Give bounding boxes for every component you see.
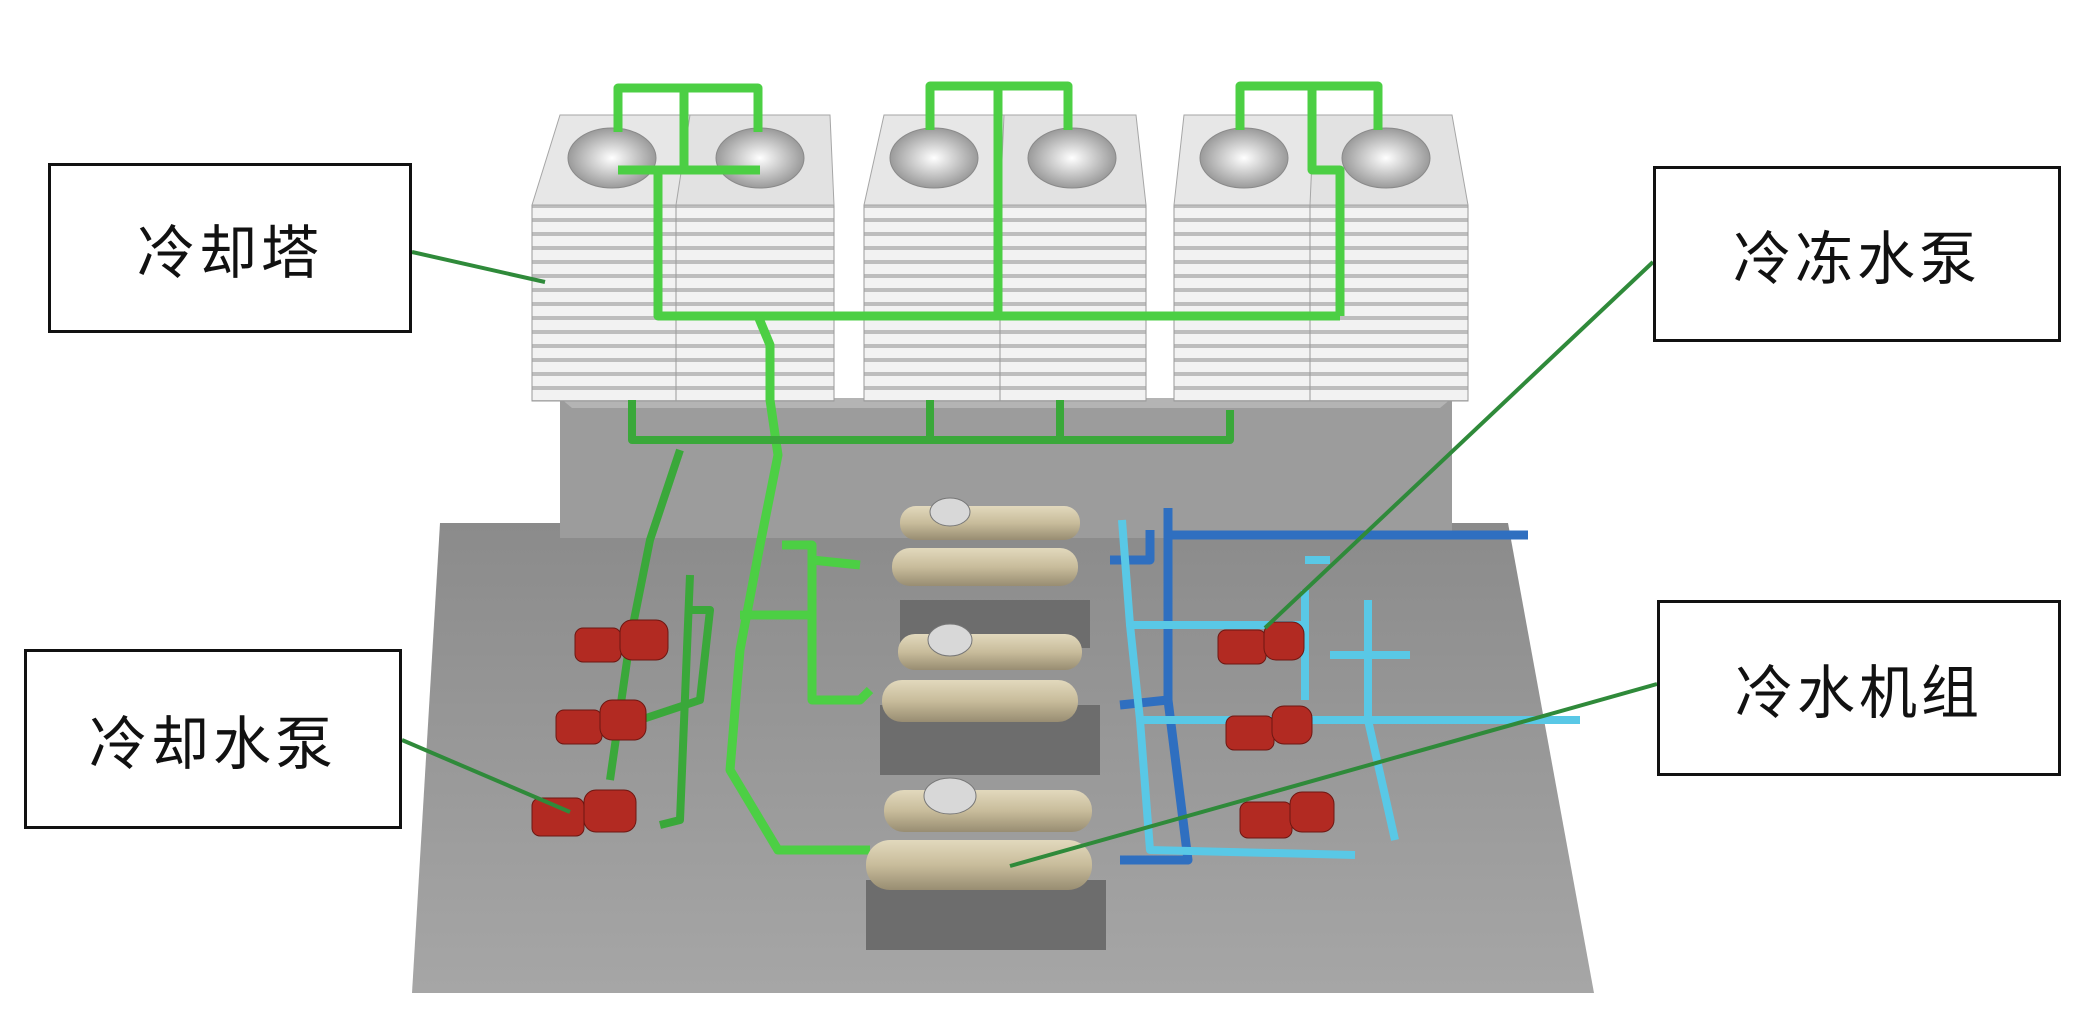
chiller-units (866, 497, 1106, 950)
leader-cooling-tower (411, 250, 546, 284)
cooling-return-piping (606, 400, 1234, 829)
leader-chilled-pump (1263, 260, 1655, 630)
cooling-water-piping (613, 81, 1383, 855)
cooling-pump-1 (574, 619, 669, 663)
chiller-unit-label: 冷水机组 (1657, 600, 2061, 776)
chilled-pump-1 (1217, 621, 1305, 665)
chilled-water-pump-label-text: 冷冻水泵 (1732, 225, 1981, 293)
cooling-pump-3 (531, 789, 637, 837)
leader-lines (401, 250, 1658, 868)
cooling-tower-label: 冷却塔 (48, 163, 412, 333)
tower-pair-3 (1173, 114, 1469, 402)
chiller-1 (892, 497, 1090, 648)
chilled-pump-2 (1225, 705, 1313, 751)
chilled-return-piping (1118, 519, 1580, 859)
cooling-towers (531, 114, 1469, 402)
cooling-water-pump-label-text: 冷却水泵 (88, 710, 337, 778)
cooling-pump-2 (555, 699, 647, 745)
cooling-tower-label-text: 冷却塔 (136, 219, 323, 287)
chilled-water-pumps (1217, 621, 1335, 839)
chiller-unit-label-text: 冷水机组 (1734, 659, 1983, 727)
leader-chiller (1009, 682, 1658, 868)
chilled-pump-3 (1239, 791, 1335, 839)
chilled-water-pump-label: 冷冻水泵 (1653, 166, 2061, 342)
chiller-3 (866, 777, 1106, 950)
cooling-water-pumps (531, 619, 669, 837)
leader-cooling-pump (401, 738, 571, 814)
chiller-2 (880, 623, 1100, 775)
tower-pair-2 (863, 114, 1147, 402)
tower-pair-1 (531, 114, 835, 402)
cooling-water-pump-label: 冷却水泵 (24, 649, 402, 829)
